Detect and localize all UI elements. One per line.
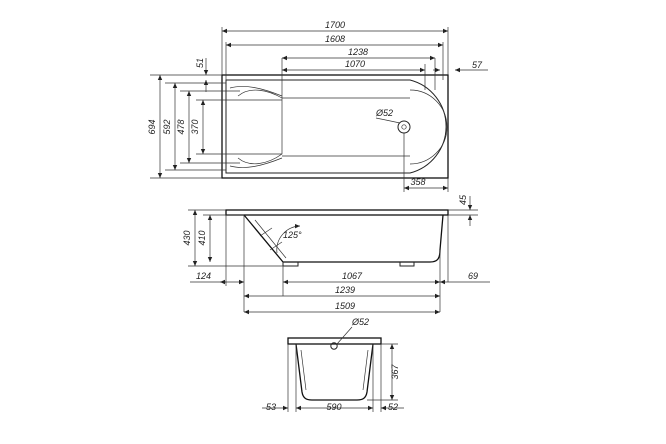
dim-bottom-1509: 1509 xyxy=(335,301,355,311)
top-view-backrest xyxy=(237,89,283,165)
dim-length-1070: 1070 xyxy=(345,59,365,69)
dim-drain-diameter: Ø52 xyxy=(375,108,393,118)
dim-length-1608: 1608 xyxy=(325,34,345,44)
side-view-rim xyxy=(225,209,449,216)
dim-total-length: 1700 xyxy=(325,20,345,30)
end-view-rim xyxy=(287,337,382,345)
top-view-outer-rim xyxy=(221,74,449,179)
dim-right-offset: 57 xyxy=(472,60,483,70)
dim-right-offset-side: 69 xyxy=(468,271,478,281)
top-view: 1700 1608 1238 1070 57 694 592 478 370 xyxy=(147,20,488,192)
dim-right-rim: 52 xyxy=(388,402,398,412)
end-view-profile xyxy=(295,343,374,401)
overflow-icon xyxy=(330,342,338,350)
dim-drain-offset: 358 xyxy=(410,177,425,187)
dim-overflow-diameter: Ø52 xyxy=(351,317,369,327)
top-view-basin xyxy=(225,79,447,174)
dim-bottom-1239: 1239 xyxy=(335,285,355,295)
side-view-profile xyxy=(243,214,444,263)
dim-left-offset: 124 xyxy=(196,271,211,281)
dim-rim-top: 51 xyxy=(195,58,205,68)
dim-width-478: 478 xyxy=(176,119,186,134)
side-view: 125° 430 410 45 124 1067 69 1239 1509 xyxy=(182,194,490,315)
dim-total-height: 430 xyxy=(182,230,192,245)
dim-width-590: 590 xyxy=(326,402,341,412)
side-view-foot-left xyxy=(282,262,299,267)
dim-inner-height: 410 xyxy=(197,230,207,245)
end-view: Ø52 367 53 590 52 xyxy=(262,317,404,412)
side-view-foot-right xyxy=(399,262,415,267)
dim-width-370: 370 xyxy=(190,119,200,134)
dim-width-592: 592 xyxy=(162,119,172,134)
dim-total-width: 694 xyxy=(147,119,157,134)
dim-length-1238: 1238 xyxy=(348,47,368,57)
dim-height-367: 367 xyxy=(390,364,400,380)
dim-left-rim: 53 xyxy=(266,402,276,412)
dim-bottom-1067: 1067 xyxy=(342,271,363,281)
dim-backrest-angle: 125° xyxy=(283,230,302,240)
dim-rim-thickness: 45 xyxy=(458,194,468,205)
